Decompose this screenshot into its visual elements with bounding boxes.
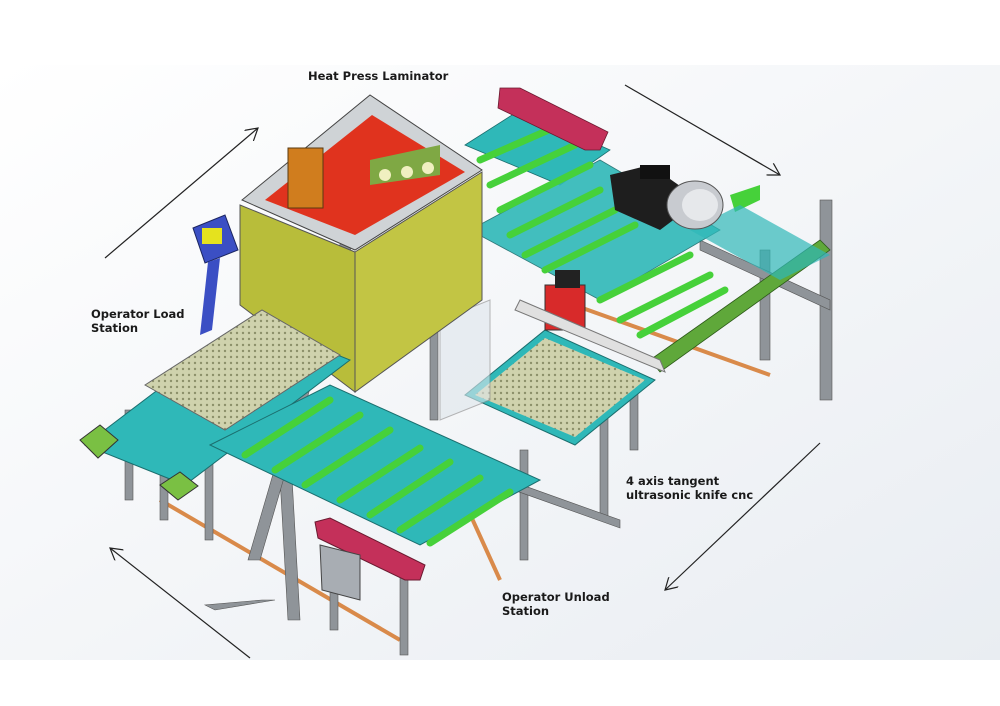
right-conveyor xyxy=(649,185,831,373)
spindle-motor xyxy=(610,165,724,230)
flow-arrows xyxy=(104,84,821,659)
laminator-side xyxy=(354,171,483,393)
arrow-up-left xyxy=(110,548,251,659)
arrow-down-left xyxy=(665,442,821,590)
background xyxy=(0,65,1000,660)
cnc-table xyxy=(439,270,666,446)
load-station xyxy=(79,309,352,501)
label-line: Operator Load xyxy=(91,307,185,321)
label-line: Operator Unload xyxy=(502,590,610,604)
label-line: ultrasonic knife cnc xyxy=(626,488,754,502)
cnc-label: 4 axis tangent ultrasonic knife cnc xyxy=(626,474,753,502)
lower-conveyor xyxy=(208,384,542,601)
unload-cap xyxy=(314,517,426,581)
top-cap xyxy=(497,87,609,151)
label-line: Station xyxy=(91,321,139,335)
heat-press-laminator-label: Heat Press Laminator xyxy=(308,69,449,83)
load-table-mesh xyxy=(144,309,341,431)
operator-load-station-label: Operator Load Station xyxy=(91,307,185,335)
arrow-down-right xyxy=(624,84,780,175)
hmi-panel xyxy=(192,214,239,335)
operator-unload-station-label: Operator Unload Station xyxy=(502,590,610,618)
label-line: 4 axis tangent xyxy=(626,474,720,488)
heat-press-laminator xyxy=(239,94,483,394)
label-line: Station xyxy=(502,604,550,618)
arrow-up-right xyxy=(104,128,258,259)
